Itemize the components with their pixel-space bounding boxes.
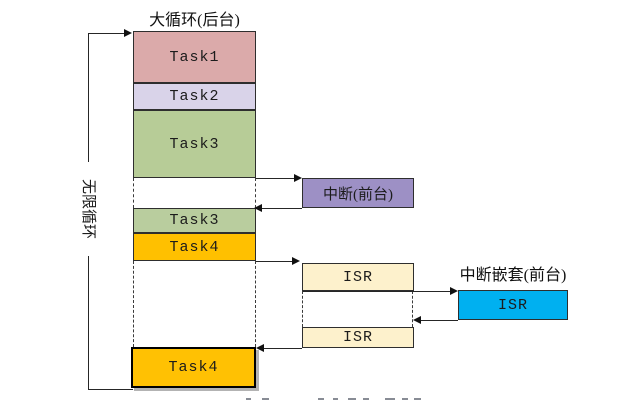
task1-label: Task1 [169, 48, 220, 66]
task4-resumed-box: Task4 [131, 347, 256, 388]
task3-to-interrupt-line [256, 178, 294, 179]
infinite-loop-label: 无限循环 [78, 162, 98, 256]
nested-isr-box: ISR [458, 290, 568, 320]
dashed-isr-right [412, 291, 413, 327]
dashed-left-gap2 [133, 261, 134, 347]
dashed-isr-left [302, 291, 303, 327]
dashed-left-gap1 [133, 178, 134, 208]
interrupt-box: 中断(前台) [302, 178, 414, 208]
isr-lower-box: ISR [302, 327, 414, 348]
isr-upper-box: ISR [302, 263, 414, 291]
task2-box: Task2 [133, 83, 256, 110]
isr-to-nested-line [303, 291, 452, 292]
nested-interrupt-title: 中断嵌套(前台) [459, 267, 567, 284]
isr-lower-label: ISR [342, 329, 373, 346]
interrupt-return-arrow-icon [254, 204, 262, 212]
dashed-right-gap1 [255, 178, 256, 208]
task3-to-interrupt-arrow-icon [294, 174, 302, 182]
task4-box: Task4 [133, 233, 256, 261]
task4-label: Task4 [169, 238, 220, 256]
task3-resumed-label: Task3 [169, 212, 220, 229]
task3-resumed-box: Task3 [133, 208, 256, 233]
task4-to-isr-arrow-icon [292, 257, 300, 265]
dashed-right-gap2 [255, 261, 256, 347]
interrupt-return-line [260, 208, 302, 209]
task3-box: Task3 [133, 110, 256, 178]
isr-to-nested-arrow-icon [450, 287, 458, 295]
loop-entry-arrow-icon [124, 29, 132, 37]
isr-upper-label: ISR [342, 268, 373, 286]
task4-resumed-label: Task4 [168, 359, 219, 376]
task2-label: Task2 [169, 88, 220, 105]
loop-top-line [88, 33, 126, 34]
task4-to-isr-line [256, 261, 292, 262]
nested-return-arrow-icon [413, 316, 421, 324]
nested-isr-label: ISR [497, 296, 528, 314]
background-loop-title: 大循环(后台) [149, 12, 240, 29]
nested-return-line [419, 320, 458, 321]
task3-label: Task3 [169, 135, 220, 153]
loop-bottom-line [88, 389, 133, 390]
interrupt-label: 中断(前台) [323, 186, 393, 203]
task1-box: Task1 [133, 31, 256, 83]
isr-return-line [262, 348, 302, 349]
isr-return-arrow-icon [256, 344, 264, 352]
